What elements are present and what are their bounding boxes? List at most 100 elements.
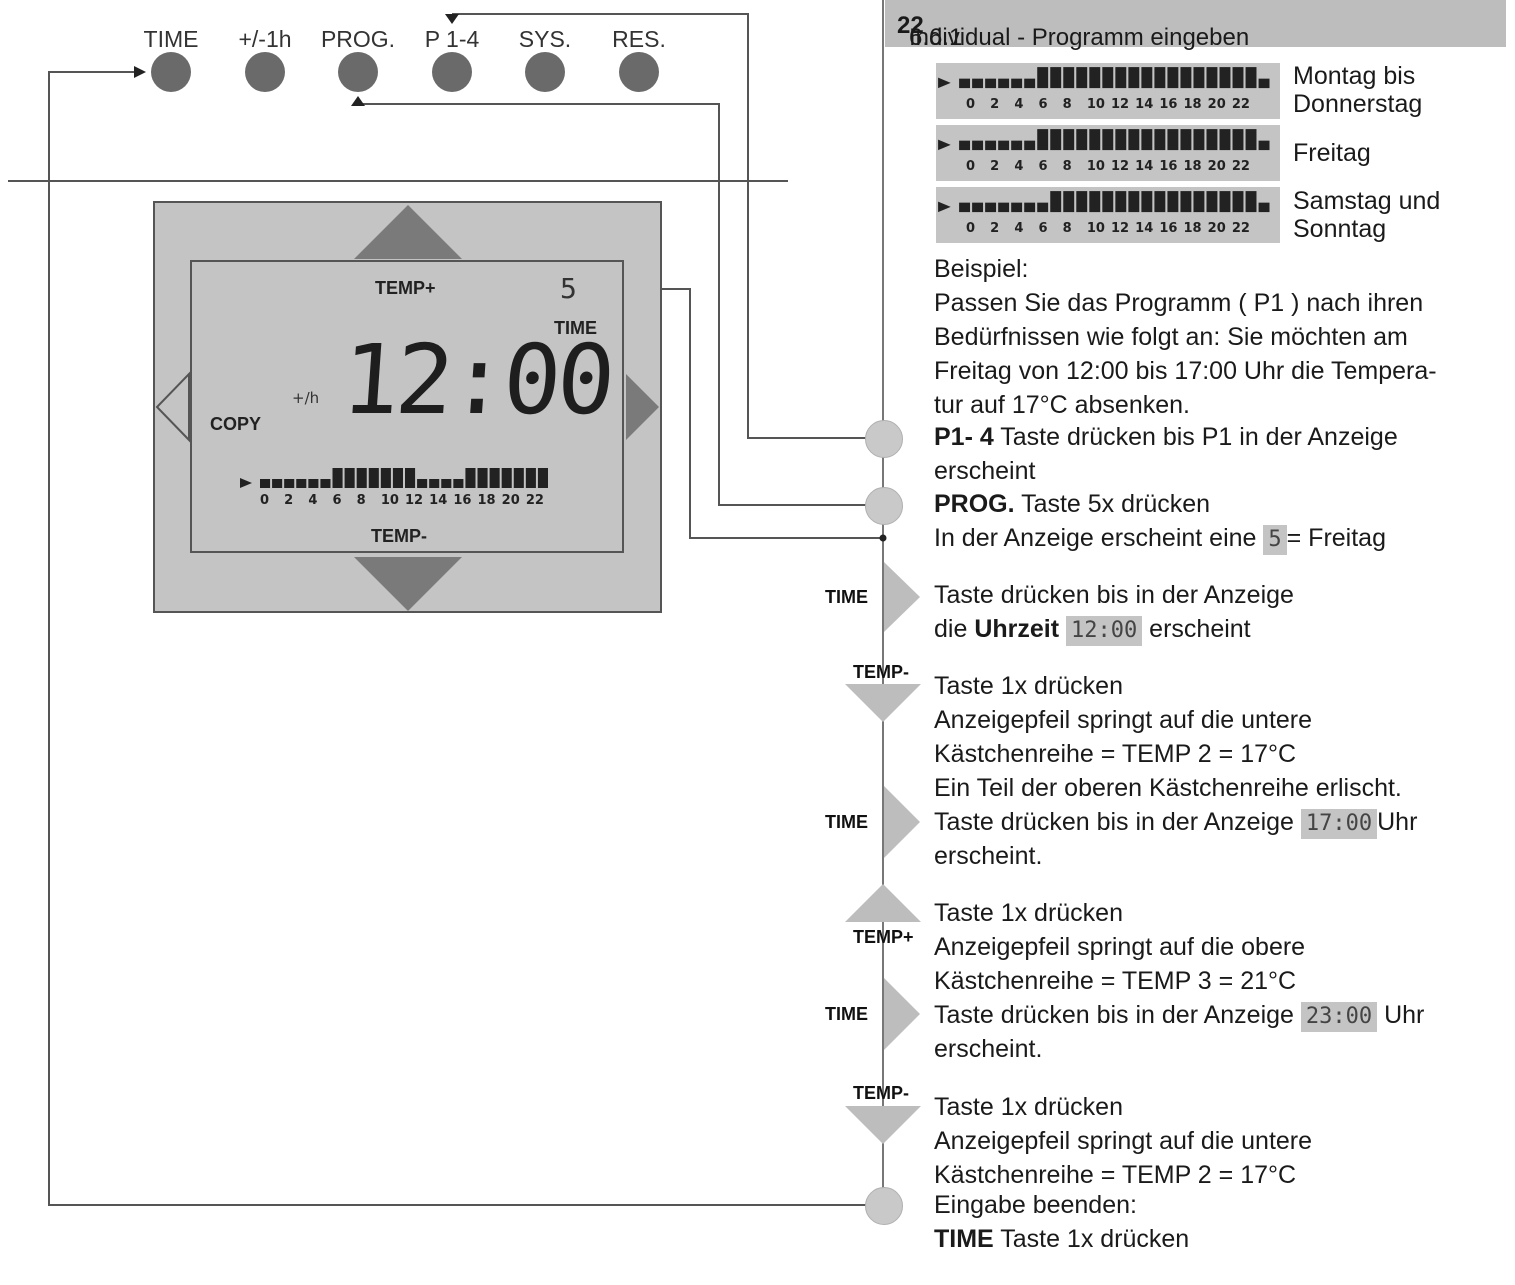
side-label-temp-minus: TEMP- xyxy=(853,662,909,682)
hour-tick-label: 4 xyxy=(308,493,318,508)
bar-segment xyxy=(1245,129,1257,151)
bar-segment xyxy=(1076,67,1088,89)
bar-segment xyxy=(1193,129,1205,151)
bar-segment xyxy=(405,468,416,488)
bar-segment xyxy=(998,78,1010,89)
hour-tick-label: 12 xyxy=(1111,159,1130,174)
side-label-temp-minus: TEMP- xyxy=(853,1083,909,1103)
bar-segment xyxy=(1089,129,1101,151)
hour-tick-label: 18 xyxy=(1183,97,1202,112)
step-marker-end xyxy=(865,1187,903,1225)
hour-tick-label: 6 xyxy=(1038,221,1048,236)
temp-plus-arrow-icon[interactable] xyxy=(354,205,462,259)
left-arrow-icon[interactable] xyxy=(155,371,190,443)
hour-tick-label: 10 xyxy=(380,493,399,508)
res-button[interactable] xyxy=(619,52,659,92)
hour-tick-label: 2 xyxy=(990,97,1000,112)
bar-segment xyxy=(1141,67,1153,89)
sys-button[interactable] xyxy=(525,52,565,92)
bar-segment xyxy=(1154,191,1166,213)
side-label-temp-plus: TEMP+ xyxy=(853,927,914,947)
temp-minus-arrow-icon[interactable] xyxy=(354,557,462,611)
bar-segment xyxy=(1193,67,1205,89)
bar-segment xyxy=(380,468,391,488)
bar-segment xyxy=(1232,129,1244,151)
bar-segment xyxy=(998,140,1010,151)
plus-minus-1h-button[interactable] xyxy=(245,52,285,92)
bar-segment xyxy=(320,479,331,488)
hour-tick-label: 2 xyxy=(284,493,294,508)
hour-tick-label: 16 xyxy=(1159,97,1178,112)
bar-segment xyxy=(477,468,488,488)
bar-segment xyxy=(1089,67,1101,89)
bar-segment xyxy=(344,468,355,488)
section-number: 6.6.1 xyxy=(909,24,963,51)
bar-arrow-icon xyxy=(938,77,951,89)
step-marker-prog xyxy=(865,487,903,525)
bar-segment xyxy=(1063,191,1075,213)
bar-segment xyxy=(465,468,476,488)
bar-segment xyxy=(1219,129,1231,151)
hour-tick-label: 18 xyxy=(1183,221,1202,236)
bar-segment xyxy=(972,202,984,213)
section-header: 6.6.1 Individual - Programm eingeben 22 xyxy=(885,0,1506,51)
bar-segment xyxy=(1063,67,1075,89)
bar-segment xyxy=(1154,129,1166,151)
bar-segment xyxy=(368,468,379,488)
bar-segment xyxy=(972,78,984,89)
right-arrow-icon[interactable] xyxy=(626,374,659,440)
hour-tick-label: 22 xyxy=(1231,159,1250,174)
bar-segment xyxy=(501,468,512,488)
hour-tick-label: 18 xyxy=(1183,159,1202,174)
p1-4-button[interactable] xyxy=(432,52,472,92)
hour-tick-label: 22 xyxy=(1231,97,1250,112)
hour-tick-label: 0 xyxy=(966,97,976,112)
bar-segment xyxy=(513,468,524,488)
hour-tick-label: 20 xyxy=(1207,159,1226,174)
section-title: Individual - Programm eingeben xyxy=(909,24,1250,51)
hour-tick-label: 8 xyxy=(1062,159,1072,174)
step-time-1: Taste drücken bis in der Anzeige die Uhr… xyxy=(934,578,1294,646)
page-number: 22 xyxy=(897,12,924,39)
time-arrow-icon xyxy=(884,978,920,1050)
hour-tick-label: 10 xyxy=(1086,159,1105,174)
button-label-res: RES. xyxy=(612,26,666,52)
bar-segment xyxy=(537,468,548,488)
temp-plus-step-arrow-icon xyxy=(845,884,921,922)
time-button[interactable] xyxy=(151,52,191,92)
hour-tick-label: 14 xyxy=(1135,221,1154,236)
step-p1-4: P1- 4 Taste drücken bis P1 in der Anzeig… xyxy=(934,423,1398,485)
bar-segment xyxy=(525,468,536,488)
bar-segment xyxy=(1245,191,1257,213)
time-arrow-icon xyxy=(884,562,920,632)
bar-segment xyxy=(308,479,319,488)
button-label-sys: SYS. xyxy=(518,26,572,52)
bar-segment xyxy=(489,468,500,488)
bar-segment xyxy=(1141,129,1153,151)
bar-segment xyxy=(284,479,295,488)
temp-minus-step-arrow-icon xyxy=(845,684,921,722)
hour-tick-label: 6 xyxy=(332,493,342,508)
prog-button[interactable] xyxy=(338,52,378,92)
bar-segment xyxy=(1232,67,1244,89)
hour-tick-label: 12 xyxy=(1111,221,1130,236)
bar-segment xyxy=(1050,67,1062,89)
bar-segment xyxy=(1167,129,1179,151)
bar-segment xyxy=(1076,191,1088,213)
hour-tick-label: 20 xyxy=(1207,221,1226,236)
hour-tick-label: 12 xyxy=(1111,97,1130,112)
lcd-temp-plus-label: TEMP+ xyxy=(375,278,436,298)
hour-tick-label: 22 xyxy=(1231,221,1250,236)
hour-tick-label: 0 xyxy=(966,221,976,236)
lcd-screen xyxy=(190,260,624,553)
bar-segment xyxy=(1089,191,1101,213)
hour-tick-label: 16 xyxy=(1159,159,1178,174)
bar-segment xyxy=(1024,78,1036,89)
